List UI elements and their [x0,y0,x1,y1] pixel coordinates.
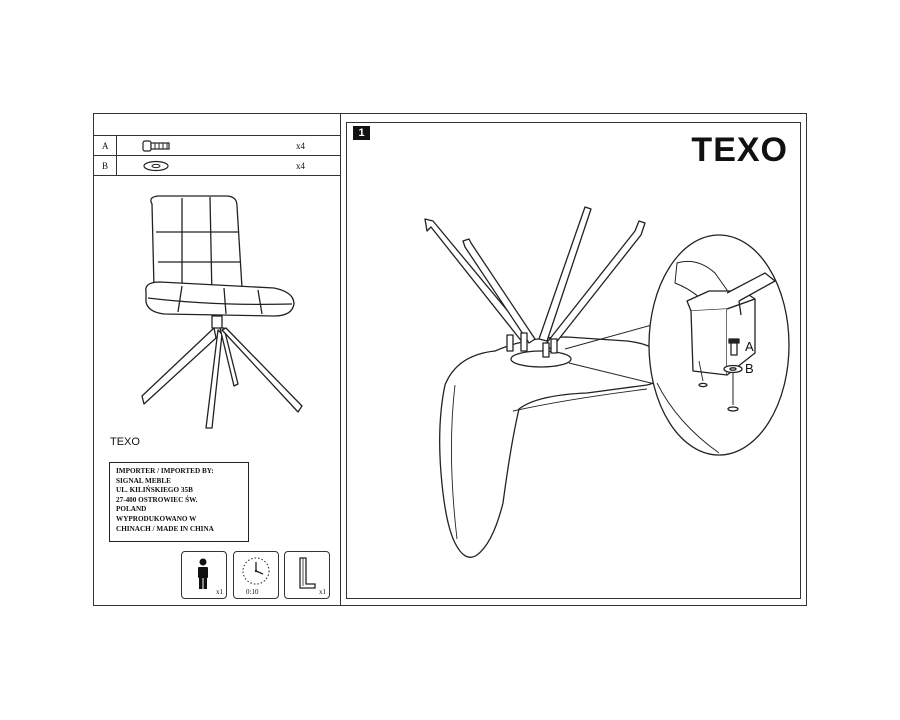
callout-a: A [745,339,754,354]
assembly-time: 0:10 [246,588,259,596]
tool-box-allen: x1 [284,551,330,599]
importer-line: CHINACH / MADE IN CHINA [116,524,214,533]
allen-key-icon [299,557,316,589]
washer-icon [143,160,169,172]
importer-line: WYPRODUKOWANO W [116,514,197,523]
part-row-a: A x4 [94,136,340,156]
person-count: x1 [216,588,223,596]
bolt-icon [142,140,170,152]
part-letter: B [102,161,109,171]
time-box: 0:10 [233,551,279,599]
parts-panel: A x4 B x4 [94,114,341,605]
instruction-sheet: A x4 B x4 [93,113,807,606]
part-row-b: B x4 [94,156,340,176]
callout-b: B [745,361,754,376]
chair-caption: TEXO [110,436,140,448]
importer-line: UL. KILIŃSKIEGO 35B [116,486,193,495]
step-panel: 1 TEXO [346,122,801,599]
part-qty: x4 [296,161,305,171]
step-number: 1 [353,126,370,140]
chair-illustration [141,195,303,429]
product-title: TEXO [691,131,788,169]
importer-box: IMPORTER / IMPORTED BY: SIGNAL MEBLE UL.… [109,462,249,542]
part-qty: x4 [296,141,305,151]
clock-icon [242,557,270,585]
assembly-diagram [424,206,790,558]
person-icon [198,558,208,589]
importer-line: IMPORTER / IMPORTED BY: [116,467,214,475]
importer-line: 27-400 OSTROWIEC ŚW. [116,495,198,504]
person-box: x1 [181,551,227,599]
importer-line: POLAND [116,505,147,514]
header-divider [94,135,340,136]
tool-count: x1 [319,588,326,596]
part-letter: A [102,141,109,151]
importer-line: SIGNAL MEBLE [116,476,171,485]
